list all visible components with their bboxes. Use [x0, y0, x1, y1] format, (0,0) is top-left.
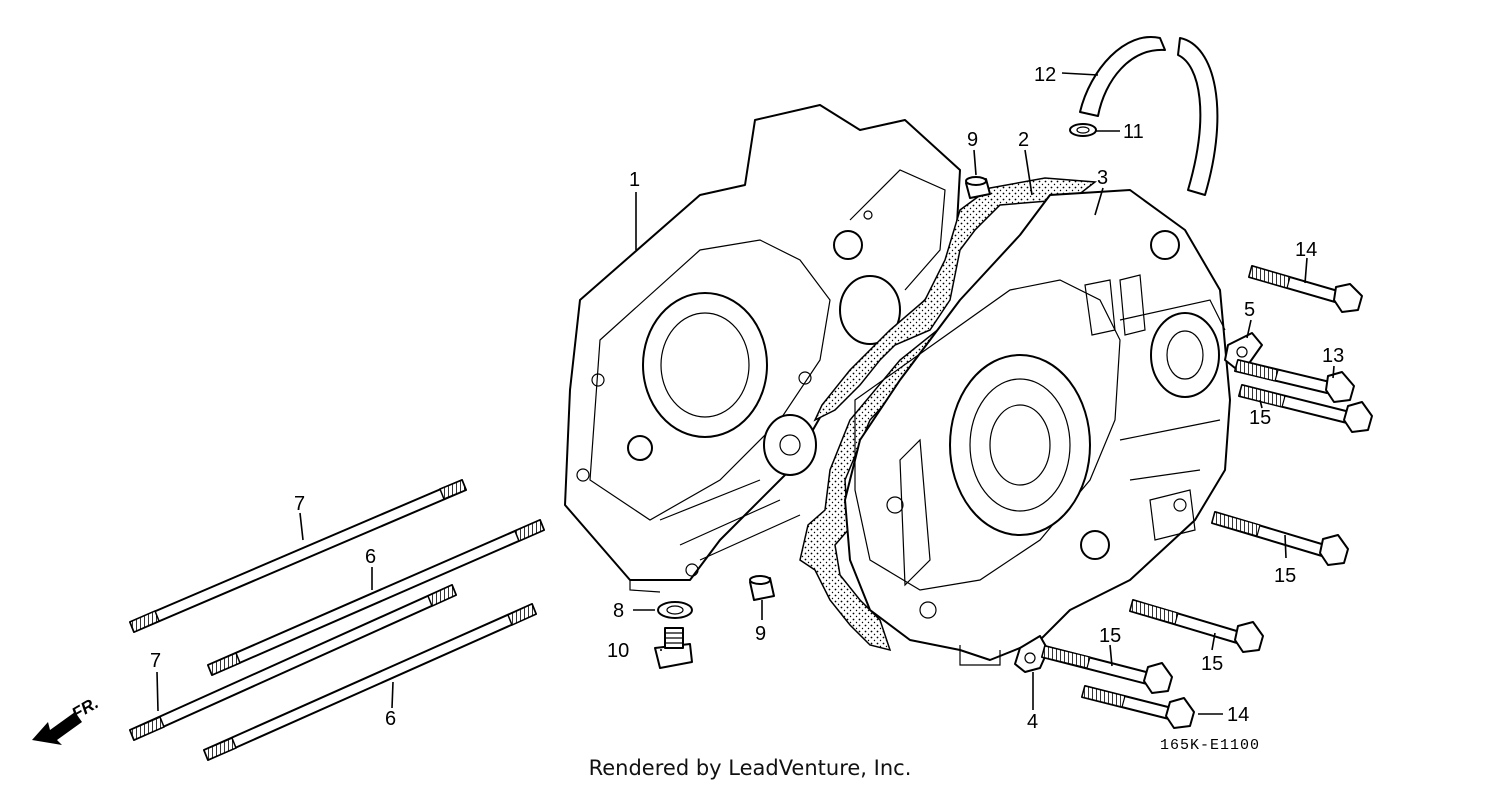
callout-9-upper: 9 [967, 129, 978, 151]
drain-bolt [654, 627, 693, 669]
stud-6-upper [207, 519, 545, 676]
callout-14-upper: 14 [1295, 239, 1317, 261]
flange-bolt-13 [1234, 359, 1355, 403]
front-arrow-icon [32, 712, 82, 745]
front-direction-marker: FR. [32, 693, 102, 745]
callout-15-lower-right: 15 [1201, 653, 1223, 675]
dowel-pin-lower [749, 575, 775, 601]
callout-13: 13 [1322, 345, 1344, 367]
flange-bolt-14-upper [1248, 265, 1363, 313]
stud-7-upper [129, 479, 467, 633]
leader-lines [156, 72, 1335, 715]
flange-bolt-15-upper [1238, 384, 1373, 433]
callout-8: 8 [613, 600, 624, 622]
callout-14-lower: 14 [1227, 704, 1249, 726]
left-crankcase-half [564, 104, 961, 593]
callout-3: 3 [1097, 167, 1108, 189]
flange-bolt-15-lower-right [1129, 599, 1264, 653]
callout-10: 10 [607, 640, 629, 662]
right-crankcase-half [844, 189, 1231, 666]
callout-labels: 1 2 3 9 12 11 14 5 13 15 15 15 15 14 4 7… [150, 64, 1344, 733]
callout-11: 11 [1123, 121, 1144, 143]
flange-bolt-14-lower [1081, 685, 1195, 729]
render-credit: Rendered by LeadVenture, Inc. [589, 756, 912, 780]
clamp-lower [1014, 635, 1049, 673]
callout-7-lower: 7 [150, 650, 161, 672]
callout-15-right: 15 [1274, 565, 1296, 587]
callout-15-upper: 15 [1249, 407, 1271, 429]
stud-6-lower [203, 602, 537, 761]
callout-9-lower: 9 [755, 623, 766, 645]
diagram-code: 165K-E1100 [1160, 737, 1260, 754]
callout-4: 4 [1027, 711, 1038, 733]
stud-7-lower [129, 583, 457, 741]
callout-5: 5 [1244, 299, 1255, 321]
sealing-washer [657, 601, 693, 619]
flange-bolt-15-right [1211, 511, 1349, 566]
callout-6-lower: 6 [385, 708, 396, 730]
callout-2: 2 [1018, 129, 1029, 151]
breather-tube [1079, 35, 1219, 196]
callout-7-upper: 7 [294, 493, 305, 515]
tube-clip [1069, 123, 1097, 137]
callout-12: 12 [1034, 64, 1056, 86]
callout-15-lower-center: 15 [1099, 625, 1121, 647]
callout-1: 1 [629, 169, 640, 191]
flange-bolt-15-lower-center [1041, 645, 1173, 694]
dowel-pin-upper [965, 176, 991, 199]
callout-6-upper: 6 [365, 546, 376, 568]
